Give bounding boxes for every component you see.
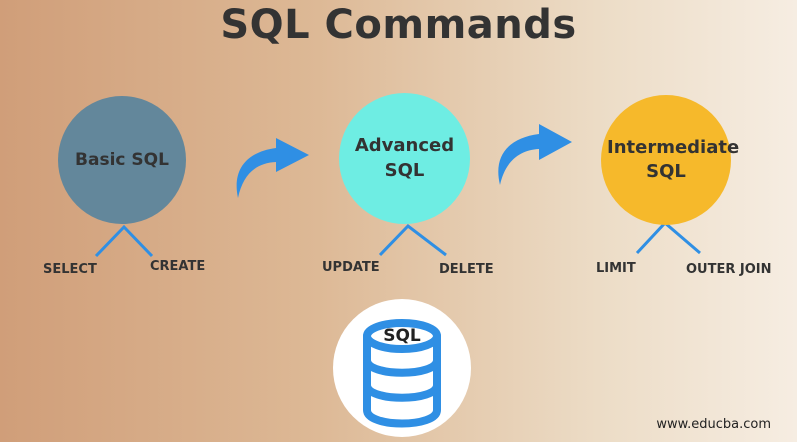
page-title: SQL Commands (220, 2, 577, 48)
command-limit: LIMIT (596, 261, 636, 276)
curved-arrow-icon-1 (236, 138, 309, 198)
basic-sql-circle: Basic SQL (58, 96, 186, 224)
advanced-sql-circle: Advanced SQL (339, 93, 470, 224)
intermediate-sql-branch (635, 220, 701, 255)
database-label: SQL (383, 326, 421, 346)
command-update: UPDATE (322, 260, 380, 275)
basic-sql-branch (94, 224, 154, 258)
advanced-sql-branch (378, 223, 447, 257)
command-outer-join: OUTER JOIN (686, 262, 772, 277)
command-create: CREATE (150, 259, 206, 274)
database-badge (333, 299, 471, 437)
curved-arrow-icon-2 (498, 124, 572, 185)
footer-url: www.educba.com (656, 417, 771, 432)
command-delete: DELETE (439, 262, 494, 277)
intermediate-sql-label: Intermediate SQL (607, 136, 740, 182)
advanced-sql-label: Advanced SQL (354, 135, 455, 181)
basic-sql-label: Basic SQL (75, 149, 169, 170)
intermediate-sql-circle: Intermediate SQL (601, 95, 740, 225)
command-select: SELECT (43, 262, 97, 277)
